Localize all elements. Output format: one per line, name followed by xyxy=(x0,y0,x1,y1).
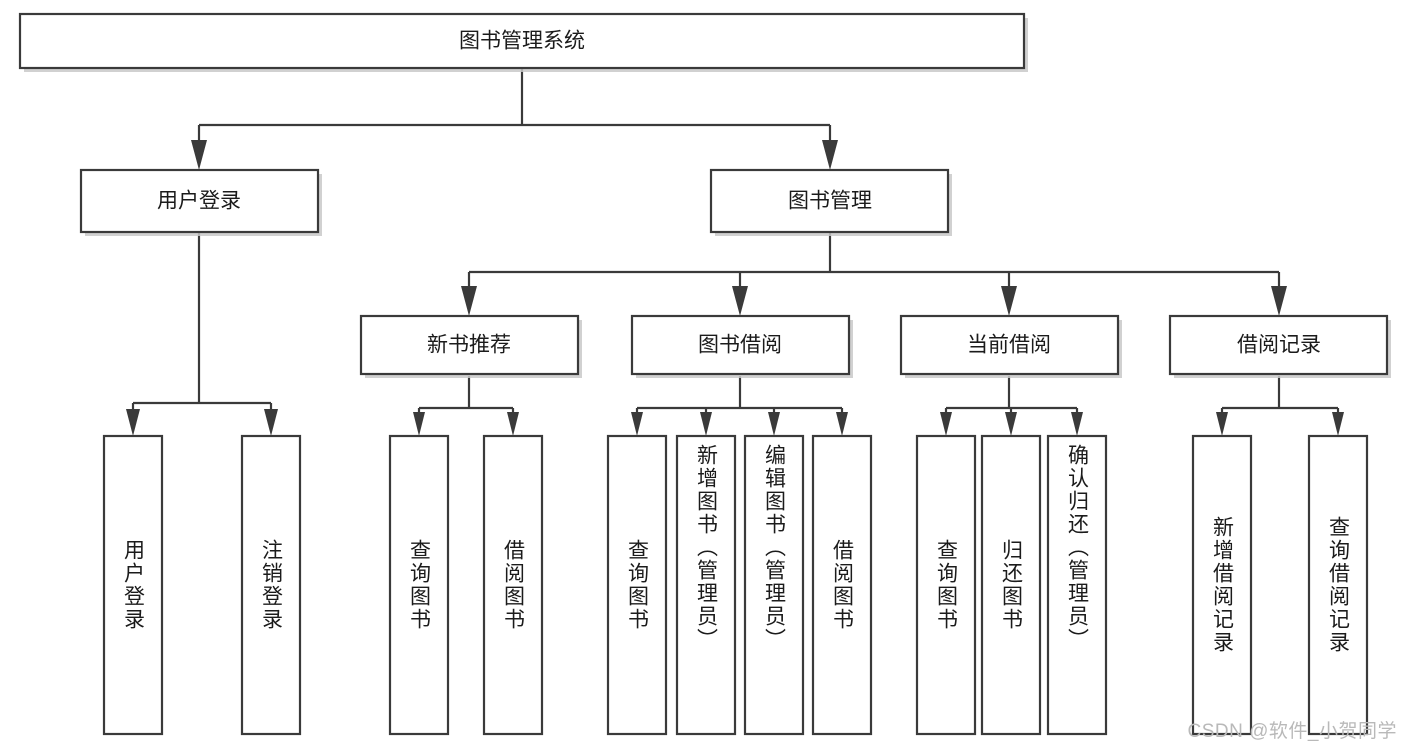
node-borrow-record[interactable] xyxy=(1168,314,1389,376)
arrowhead-leaf-return-book xyxy=(1005,412,1017,436)
node-leaf-query-book-2[interactable] xyxy=(606,434,668,736)
arrowhead-book-mgmt xyxy=(822,140,838,170)
node-leaf-query-book-3[interactable] xyxy=(915,434,977,736)
node-leaf-return-book[interactable] xyxy=(980,434,1042,736)
node-current-borrow-label: 当前借阅 xyxy=(967,334,1051,357)
node-new-book-rec[interactable] xyxy=(359,314,580,376)
node-leaf-user-login[interactable] xyxy=(102,434,164,736)
arrowhead-leaf-query-book-3 xyxy=(940,412,952,436)
node-leaf-query-book-1[interactable] xyxy=(388,434,450,736)
arrowhead-current-borrow xyxy=(1001,286,1017,316)
node-leaf-borrow-book-2[interactable] xyxy=(811,434,873,736)
arrowhead-leaf-query-book-2 xyxy=(631,412,643,436)
node-leaf-confirm-return[interactable] xyxy=(1046,434,1108,736)
node-layer: 图书管理系统 用户登录 图书管理 新书推荐 图书借阅 当前借阅 借阅记录 xyxy=(18,12,1391,736)
node-user-login-label: 用户登录 xyxy=(157,190,241,213)
node-user-login[interactable] xyxy=(79,168,320,234)
arrowhead-leaf-add-record xyxy=(1216,412,1228,436)
arrowhead-leaf-borrow-book-2 xyxy=(836,412,848,436)
node-leaf-logout[interactable] xyxy=(240,434,302,736)
arrowhead-leaf-logout xyxy=(264,409,278,436)
node-root[interactable] xyxy=(18,12,1026,70)
arrowhead-borrow-record xyxy=(1271,286,1287,316)
arrowhead-new-book-rec xyxy=(461,286,477,316)
watermark-text: CSDN @软件_小贺同学 xyxy=(1187,721,1397,742)
node-book-mgmt[interactable] xyxy=(709,168,950,234)
node-current-borrow[interactable] xyxy=(899,314,1120,376)
arrowhead-leaf-confirm-return xyxy=(1071,412,1083,436)
node-leaf-edit-book[interactable] xyxy=(743,434,805,736)
arrowhead-user-login xyxy=(191,140,207,170)
node-book-borrow[interactable] xyxy=(630,314,851,376)
arrowhead-leaf-edit-book xyxy=(768,412,780,436)
node-new-book-rec-label: 新书推荐 xyxy=(427,334,511,357)
arrowhead-leaf-query-book-1 xyxy=(413,412,425,436)
arrowhead-leaf-user-login xyxy=(126,409,140,436)
arrowhead-book-borrow xyxy=(732,286,748,316)
node-borrow-record-label: 借阅记录 xyxy=(1237,334,1321,357)
arrowhead-leaf-add-book xyxy=(700,412,712,436)
node-root-label: 图书管理系统 xyxy=(459,30,585,53)
arrowhead-leaf-borrow-book-1 xyxy=(507,412,519,436)
node-leaf-add-book[interactable] xyxy=(675,434,737,736)
connector-layer xyxy=(126,68,1344,436)
node-book-mgmt-label: 图书管理 xyxy=(788,190,872,213)
node-leaf-query-record[interactable] xyxy=(1307,434,1369,736)
node-leaf-borrow-book-1[interactable] xyxy=(482,434,544,736)
node-leaf-add-record[interactable] xyxy=(1191,434,1253,736)
node-book-borrow-label: 图书借阅 xyxy=(698,334,782,357)
arrowhead-leaf-query-record xyxy=(1332,412,1344,436)
